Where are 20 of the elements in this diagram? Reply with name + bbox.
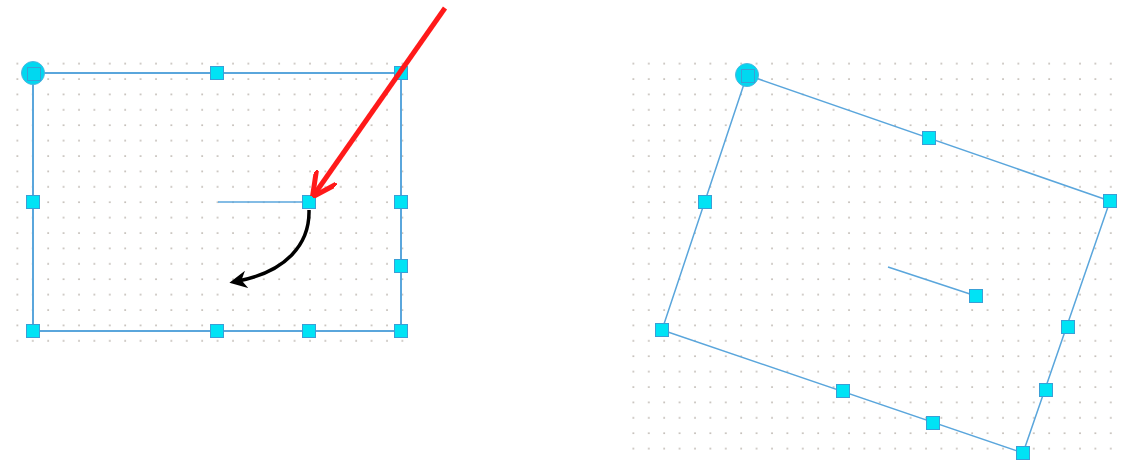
- resize-handle: [1016, 446, 1030, 460]
- resize-handle: [210, 66, 224, 80]
- resize-handle: [302, 324, 316, 338]
- pointer-arrow: [309, 6, 448, 200]
- resize-handle: [394, 195, 408, 209]
- resize-handle: [1061, 320, 1075, 334]
- resize-handle: [1039, 383, 1053, 397]
- resize-handle: [926, 416, 940, 430]
- resize-handle: [698, 195, 712, 209]
- resize-handle: [655, 323, 669, 337]
- resize-handle: [26, 324, 40, 338]
- resize-handle: [26, 195, 40, 209]
- resize-handle: [922, 131, 936, 145]
- resize-handle: [302, 195, 316, 209]
- resize-handle: [1103, 194, 1117, 208]
- resize-handle: [394, 259, 408, 273]
- resize-handle: [394, 324, 408, 338]
- resize-handle: [210, 324, 224, 338]
- resize-handle: [836, 384, 850, 398]
- resize-handle: [969, 289, 983, 303]
